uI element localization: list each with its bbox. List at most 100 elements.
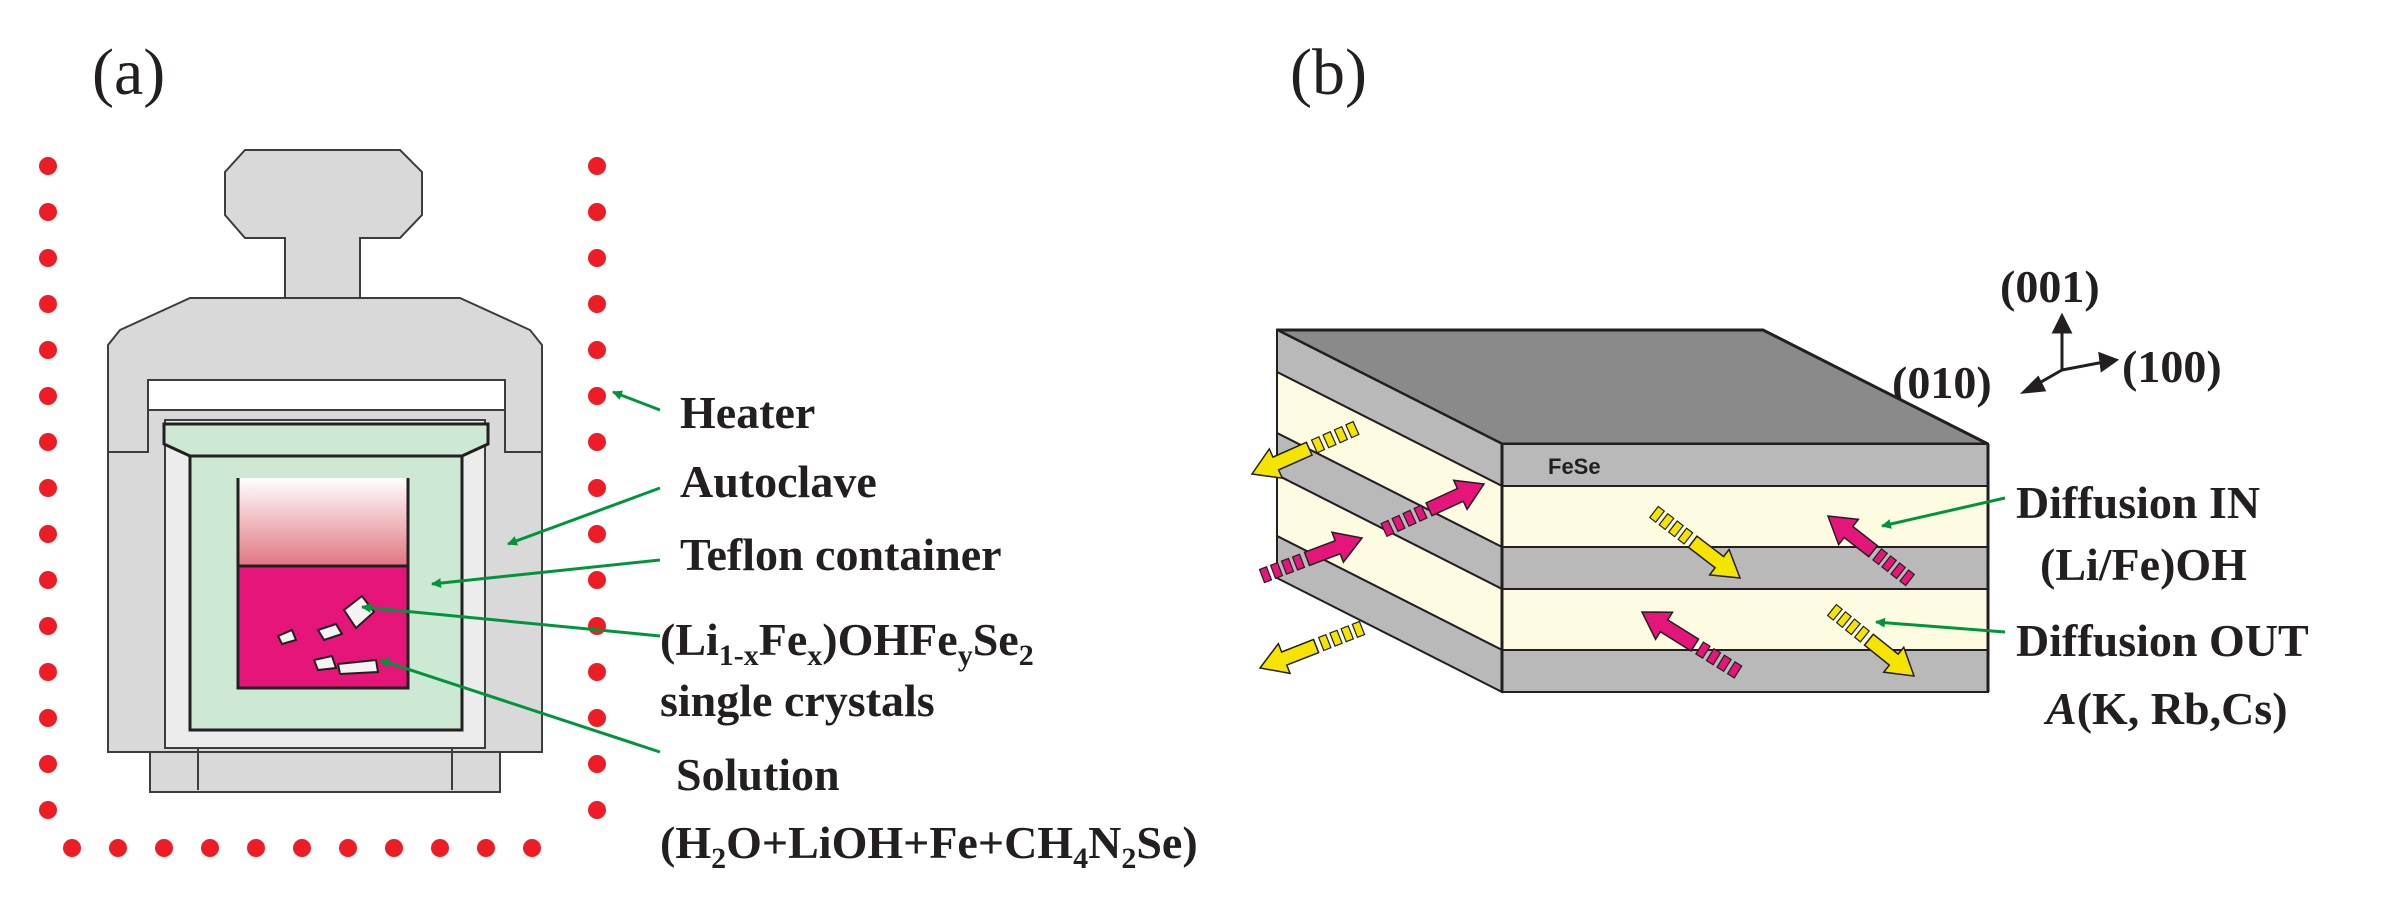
- arrow-in-head: [1425, 479, 1486, 517]
- heater-dot: [588, 203, 606, 221]
- arrow-in-tail: [1726, 661, 1743, 679]
- arrow-in-head: [1640, 611, 1700, 652]
- arrow-in: [1380, 479, 1486, 538]
- arrow-out-head: [1250, 441, 1314, 480]
- heater-dot: [588, 433, 606, 451]
- diffusion-out-species: A(K, Rb,Cs): [2043, 683, 2288, 734]
- arrow-out: [1826, 603, 1916, 677]
- axis-100-label: (100): [2122, 341, 2222, 392]
- heater-dot: [39, 203, 57, 221]
- heater-dot: [588, 249, 606, 267]
- diffusion-in-title: Diffusion IN: [2016, 477, 2260, 528]
- arrow-in-tail: [1391, 514, 1406, 533]
- axis-010-label: (010): [1892, 357, 1992, 408]
- heater-dot: [39, 525, 57, 543]
- arrow-in-tail: [1402, 509, 1417, 528]
- arrow-out-tail: [1677, 527, 1694, 545]
- heater-dot: [201, 839, 219, 857]
- arrow-in-tail: [1881, 555, 1898, 573]
- crystals-part-5: y: [958, 639, 973, 672]
- heater-dot: [588, 157, 606, 175]
- arrow-out-head: [1687, 535, 1742, 579]
- panel-b-label: (b): [1290, 36, 1367, 109]
- axis-100-head: [2098, 351, 2120, 373]
- axis-010-head: [2019, 375, 2047, 394]
- arrow-out-tail: [1317, 633, 1332, 652]
- arrow-out-head: [1863, 633, 1916, 677]
- arrow-out-head: [1258, 638, 1320, 675]
- layered-crystal-slab: [1276, 328, 1990, 694]
- crystals-part-3: x: [807, 639, 822, 672]
- solution-part-2: O+LiOH+Fe+CH: [726, 817, 1073, 868]
- front-layer-spacer-2: [1501, 588, 1989, 651]
- crystals-part-4: )OHFe: [822, 614, 957, 665]
- arrow-out-tail: [1853, 625, 1871, 643]
- heater-pointer: [612, 390, 661, 412]
- arrow-out: [1250, 420, 1360, 480]
- heater-dot: [385, 839, 403, 857]
- arrow-in-tail: [1872, 548, 1889, 566]
- arrow-out-tail: [1329, 629, 1343, 647]
- arrow-out-tail: [1322, 430, 1337, 449]
- teflon-container: [162, 422, 490, 732]
- heater-dot: [39, 479, 57, 497]
- solution-part-1: 2: [711, 842, 726, 875]
- heater-dot: [39, 755, 57, 773]
- pointer-lines-a: [361, 390, 661, 754]
- arrow-out-tail: [1333, 425, 1349, 444]
- arrow-out: [1648, 505, 1742, 579]
- arrow-out-tail: [1844, 618, 1862, 636]
- autoclave-label: Autoclave: [680, 456, 877, 507]
- crystals-line2-label: single crystals: [660, 675, 935, 726]
- arrow-in-head: [1826, 515, 1879, 558]
- arrow-in-tail: [1899, 569, 1916, 587]
- front-layer-fese-1: [1501, 443, 1989, 487]
- autoclave-foot: [149, 751, 501, 793]
- vapour-space: [238, 478, 408, 566]
- crystals-formula-label: (Li1-xFex)OHFeySe2: [660, 614, 1034, 672]
- crystals-part-2: Fe: [759, 614, 808, 665]
- teflon-lid: [162, 422, 490, 458]
- arrow-out-tail: [1310, 435, 1326, 454]
- front-layer-fese-2: [1501, 546, 1989, 590]
- solution-part-5: 2: [1121, 842, 1136, 875]
- heater-dot: [39, 801, 57, 819]
- arrow-out-tail: [1658, 512, 1675, 531]
- heater-dot: [588, 341, 606, 359]
- arrow-in: [1640, 611, 1743, 679]
- heater-dot: [39, 433, 57, 451]
- arrow-in-tail: [1890, 562, 1907, 580]
- arrow-in-tail: [1280, 557, 1295, 575]
- arrow-in: [1826, 515, 1916, 587]
- heater-dot: [588, 709, 606, 727]
- heater-dot: [39, 709, 57, 727]
- crystal-axes: [2019, 312, 2120, 394]
- heater-dot: [39, 571, 57, 589]
- heater-dot: [63, 839, 81, 857]
- arrow-out-tail: [1648, 505, 1666, 524]
- heater-dot: [588, 617, 606, 635]
- fese-layer-label: FeSe: [1548, 454, 1601, 479]
- pointer-lines-b: [1875, 496, 2006, 634]
- diffusion-out-pointer: [1875, 617, 2006, 634]
- crystals-pointer: [361, 602, 661, 638]
- solution-part-0: (H: [660, 817, 711, 868]
- heater-dot: [39, 249, 57, 267]
- heater-dot: [523, 839, 541, 857]
- solution-pointer: [379, 658, 661, 754]
- heater-dot: [588, 295, 606, 313]
- teflon-container-label: Teflon container: [680, 529, 1002, 580]
- diffusion-out-species-prefix: A: [2043, 683, 2077, 734]
- arrow-out-tail: [1340, 625, 1355, 643]
- arrow-in-head: [1303, 531, 1364, 567]
- axis-100-arrow: [2061, 360, 2105, 372]
- arrow-out-tail: [1835, 610, 1852, 629]
- arrow-out-tail: [1351, 620, 1366, 639]
- arrow-in-tail: [1716, 654, 1732, 673]
- arrow-out-tail: [1667, 520, 1685, 538]
- solution-part-4: N: [1088, 817, 1121, 868]
- autoclave-pointer: [507, 486, 661, 546]
- heater-dot: [588, 755, 606, 773]
- arrow-in-tail: [1413, 504, 1428, 522]
